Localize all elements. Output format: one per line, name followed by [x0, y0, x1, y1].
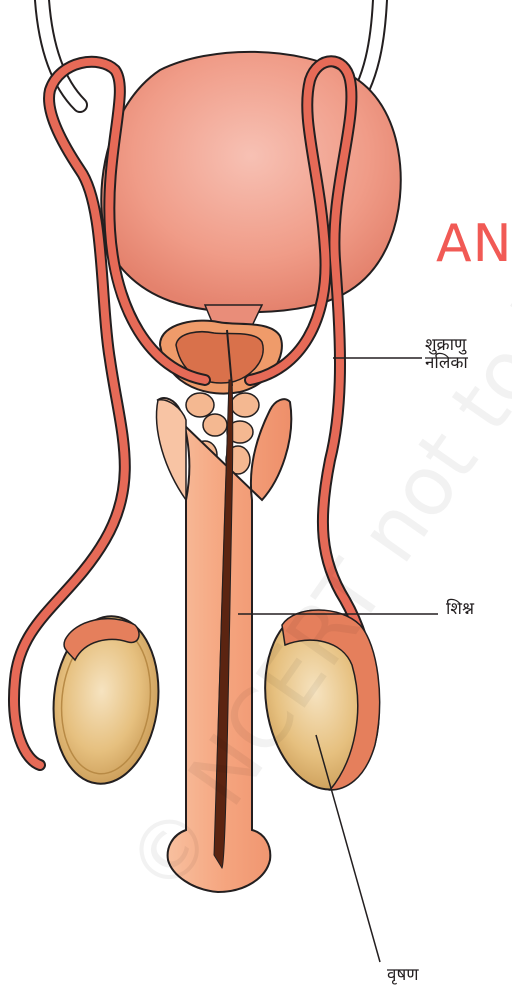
label-penis: शिश्न	[446, 600, 474, 619]
label-vas-deferens-line1: शुक्राणु	[425, 336, 466, 355]
label-testis: वृषण	[387, 966, 419, 985]
watermark-letters: AN	[436, 214, 512, 274]
testis-left	[46, 611, 167, 789]
label-vas-deferens-line2: नलिका	[425, 354, 468, 373]
penis-left-wing	[157, 400, 186, 500]
prostate-gland	[160, 321, 282, 394]
